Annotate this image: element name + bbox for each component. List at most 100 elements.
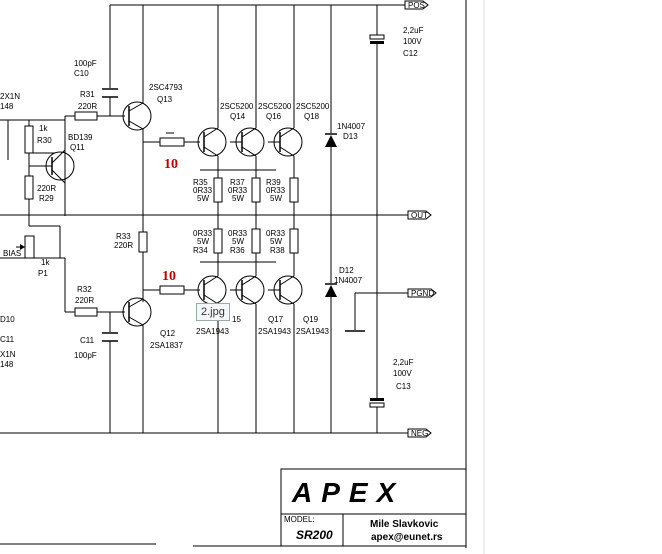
q18-ref: Q18 — [304, 112, 320, 121]
resistor-r33: R33 220R — [114, 142, 148, 302]
net-pgnd-label: PGND — [411, 289, 434, 298]
top-left-text-a: 2X1N — [0, 92, 20, 101]
r30-value: 1k — [39, 124, 48, 133]
d12-type: 1N4007 — [334, 276, 363, 285]
resistor-r32: R32 220R — [74, 285, 98, 317]
resistor-r39: R39 0R33 5W — [266, 177, 299, 203]
net-out-label: OUT — [411, 211, 428, 220]
q11-ref: Q11 — [70, 143, 85, 152]
resistor-r29: 220R R29 — [24, 175, 56, 203]
resistor-r38: 0R33 5W R38 — [266, 228, 299, 255]
r34-ref: R34 — [193, 246, 208, 255]
d13-type: 1N4007 — [337, 122, 366, 131]
c12-ref: C12 — [403, 49, 418, 58]
r37-power: 5W — [232, 194, 244, 203]
ground-symbol — [345, 292, 377, 332]
c12-value: 2,2uF — [403, 26, 424, 35]
upper-emitter-label: 10 — [164, 157, 178, 172]
title-block: APEX MODEL: SR200 Mile Slavkovic apex@eu… — [280, 468, 467, 547]
transistor-q13: 2SC4793 Q13 — [122, 5, 183, 143]
bias-potentiometer-p1: BIAS 1k P1 — [3, 235, 50, 278]
bottom-left-text-c: X1N — [0, 350, 16, 359]
model-label: MODEL: — [284, 515, 315, 524]
author-email: apex@eunet.rs — [371, 532, 443, 543]
pgnd-rail: PGND — [377, 288, 437, 298]
r38-value: 0R33 — [266, 229, 286, 238]
transistor-q15: 15 2SA1943 — [196, 275, 241, 336]
q15-ref: 15 — [232, 315, 241, 324]
transistor-q19: Q19 2SA1943 — [268, 275, 329, 336]
q18-type: 2SC5200 — [296, 102, 330, 111]
q14-type: 2SC5200 — [220, 102, 254, 111]
r33-ref: R33 — [116, 232, 131, 241]
model-value: SR200 — [296, 528, 333, 542]
r32-value: 220R — [75, 296, 94, 305]
transistor-q17: Q17 2SA1943 — [230, 275, 291, 336]
capacitor-c10: 100pF C10 — [74, 59, 118, 104]
bottom-left-text-d: 148 — [0, 360, 14, 369]
r37-ref: R37 — [230, 178, 245, 187]
apex-logo: APEX — [290, 477, 450, 508]
r31-value: 220R — [78, 102, 97, 111]
r29-value: 220R — [37, 184, 56, 193]
q14-ref: Q14 — [230, 112, 246, 121]
q13-ref: Q13 — [157, 95, 173, 104]
q19-type: 2SA1943 — [296, 327, 329, 336]
r36-ref: R36 — [230, 246, 245, 255]
emitter-resistor-upper: 10 — [159, 132, 200, 172]
bias-label: BIAS — [3, 249, 21, 258]
d12-ref: D12 — [339, 266, 354, 275]
resistor-r37: R37 0R33 5W — [228, 177, 261, 203]
resistor-r34: 0R33 5W R34 — [193, 228, 223, 255]
diode-d12: D12 1N4007 — [325, 266, 363, 433]
r39-ref: R39 — [266, 178, 281, 187]
sheet-frame — [0, 0, 485, 554]
left-edge-fragments: 2X1N 148 D10 C11 X1N 148 — [0, 92, 20, 369]
bottom-left-text-b: C11 — [0, 335, 15, 344]
emitter-resistor-lower: 10 — [159, 269, 200, 295]
c10-ref: C10 — [74, 69, 89, 78]
d13-ref: D13 — [343, 132, 358, 141]
r38-power: 5W — [270, 237, 282, 246]
r34-value: 0R33 — [193, 229, 213, 238]
q17-ref: Q17 — [268, 315, 284, 324]
lower-emitter-label: 10 — [162, 269, 176, 284]
r36-power: 5W — [232, 237, 244, 246]
q11-type: BD139 — [68, 133, 93, 142]
c13-ref: C13 — [396, 382, 411, 391]
author-name: Mile Slavkovic — [370, 519, 439, 530]
net-pos-label: POS — [408, 1, 425, 10]
r32-ref: R32 — [77, 285, 92, 294]
capacitor-c13: 2,2uF 100V C13 — [369, 293, 414, 433]
resistor-r31: R31 220R — [74, 90, 98, 121]
q12-ref: Q12 — [160, 329, 176, 338]
c11-ref: C11 — [80, 336, 95, 345]
resistor-r36: 0R33 5W R36 — [228, 228, 261, 255]
pos-rail: POS — [110, 0, 429, 10]
r31-ref: R31 — [80, 90, 95, 99]
top-left-text-b: 148 — [0, 102, 14, 111]
r34-power: 5W — [197, 237, 209, 246]
logo-text: APEX — [291, 477, 404, 508]
r38-ref: R38 — [270, 246, 285, 255]
q12-type: 2SA1837 — [150, 341, 183, 350]
q16-type: 2SC5200 — [258, 102, 292, 111]
q17-type: 2SA1943 — [258, 327, 291, 336]
bottom-left-text-a: D10 — [0, 315, 15, 324]
driver-stage — [0, 5, 125, 433]
transistor-q12: Q12 2SA1837 — [122, 289, 183, 433]
output-bus-wiring — [200, 5, 295, 433]
c10-value: 100pF — [74, 59, 97, 68]
resistor-r35: R35 0R33 5W — [193, 177, 223, 203]
c13-value: 2,2uF — [393, 358, 414, 367]
transistor-q14: 2SC5200 Q14 — [197, 102, 254, 157]
capacitor-c12: 2,2uF 100V C12 — [369, 5, 424, 293]
r36-value: 0R33 — [228, 229, 248, 238]
neg-rail: NEG — [0, 428, 432, 438]
r35-ref: R35 — [193, 178, 208, 187]
q19-ref: Q19 — [303, 315, 319, 324]
transistor-q16: 2SC5200 Q16 — [230, 102, 292, 157]
image-filename-tooltip: 2.jpg — [196, 303, 230, 321]
p1-value: 1k — [41, 258, 50, 267]
